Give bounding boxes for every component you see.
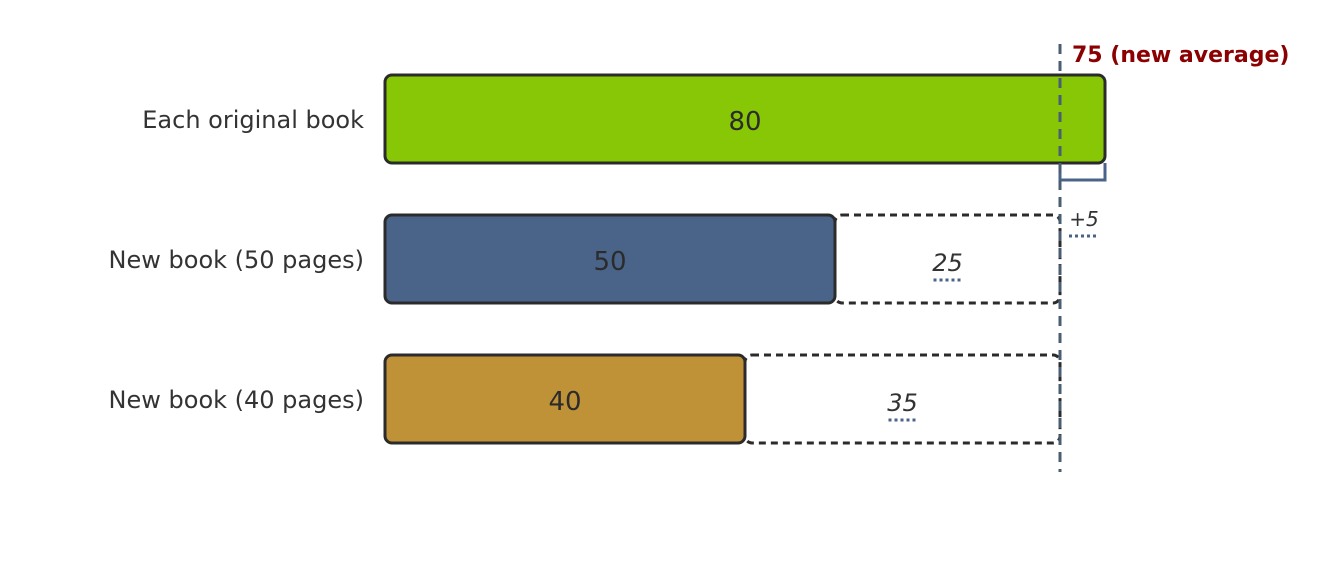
bar-value-new-40: 40	[548, 387, 581, 417]
bar-new-40	[383, 353, 747, 445]
row-label-new-40: New book (40 pages)	[109, 386, 364, 414]
gap-value-new-50: 25	[932, 249, 963, 277]
gap-value-new-40: 35	[887, 389, 918, 417]
bar-original-book	[383, 73, 1107, 165]
excess-bracket	[1058, 163, 1107, 182]
row-label-new-50: New book (50 pages)	[109, 246, 364, 274]
row-label-original: Each original book	[142, 106, 364, 134]
bar-new-50	[383, 213, 837, 305]
average-label: 75 (new average)	[1072, 43, 1289, 68]
bar-value-original: 80	[728, 107, 761, 137]
bar-value-new-50: 50	[593, 247, 626, 277]
excess-label: +5	[1069, 207, 1098, 231]
